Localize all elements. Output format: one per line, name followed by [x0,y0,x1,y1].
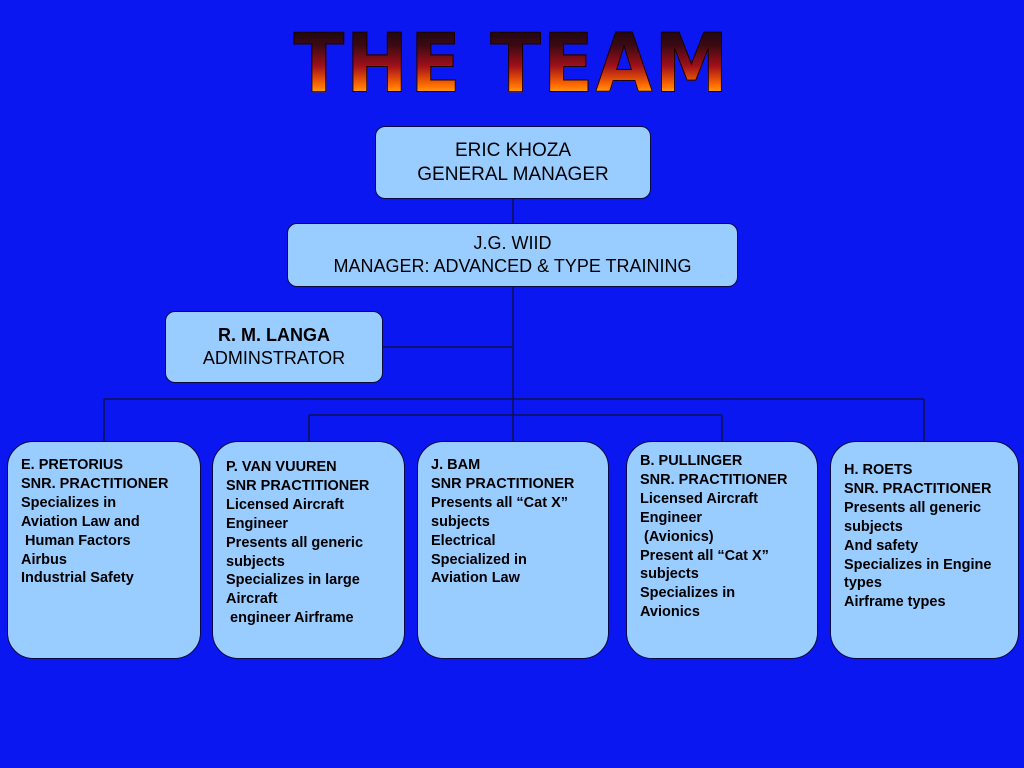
card-line: Specialized in [431,551,527,568]
card-line: Present all “Cat X” [640,547,769,564]
card-line: Human Factors [21,532,131,549]
practitioner-card-pretorius: E. PRETORIUS SNR. PRACTITIONER Specializ… [7,441,201,659]
card-line: subjects [640,566,699,583]
card-line: Specializes in [640,585,736,602]
training-manager-name: J.G. WIID [473,233,552,253]
page-title: THE TEAM [293,16,731,112]
practitioner-card-bam: J. BAM SNR PRACTITIONER Presents all “Ca… [417,441,609,659]
training-manager-box: J.G. WIID MANAGER: ADVANCED & TYPE TRAIN… [287,223,738,287]
card-line: Presents all generic [844,499,982,516]
card-line: And safety [844,537,919,554]
administrator-role: ADMINSTRATOR [202,348,346,368]
card-line: subjects [844,518,903,535]
card-line: subjects [431,513,490,530]
administrator-box: R. M. LANGA ADMINSTRATOR [165,311,383,383]
card-line: Licensed Aircraft [640,490,758,507]
card-line: SNR PRACTITIONER [431,475,575,492]
card-line: Licensed Aircraft [226,496,344,513]
card-line: Presents all generic [226,534,364,551]
card-line: Engineer [640,509,703,526]
card-line: Industrial Safety [21,570,134,587]
card-line: (Avionics) [640,528,714,545]
card-line: subjects [226,553,285,570]
card-line: Specializes in Engine [844,556,992,573]
card-line: Avionics [640,604,700,621]
card-line: Aircraft [226,591,278,608]
card-line: Engineer [226,515,289,532]
card-line: Aviation Law [431,570,520,587]
card-line: E. PRETORIUS [21,457,124,473]
card-line: engineer Airframe [226,610,354,627]
practitioner-card-roets: H. ROETS SNR. PRACTITIONER Presents all … [830,441,1019,659]
card-line: SNR. PRACTITIONER [21,475,169,492]
card-line: types [844,575,882,592]
card-line: Electrical [431,532,496,549]
card-line: P. VAN VUUREN [226,459,337,475]
card-line: J. BAM [431,457,481,473]
practitioner-card-pullinger: B. PULLINGER SNR. PRACTITIONER Licensed … [626,441,818,659]
card-line: Airbus [21,551,67,568]
training-manager-role: MANAGER: ADVANCED & TYPE TRAINING [333,256,692,276]
card-line: Aviation Law and [21,513,140,530]
card-line: Specializes in large [226,572,360,589]
card-line: B. PULLINGER [640,453,743,469]
administrator-name: R. M. LANGA [218,325,330,345]
general-manager-role: GENERAL MANAGER [417,163,609,185]
card-line: Specializes in [21,494,117,511]
card-line: SNR. PRACTITIONER [844,480,992,497]
card-line: H. ROETS [844,462,913,478]
card-line: Presents all “Cat X” [431,494,568,511]
general-manager-box: ERIC KHOZA GENERAL MANAGER [375,126,651,199]
card-line: Airframe types [844,594,946,611]
card-line: SNR PRACTITIONER [226,477,370,494]
card-line: SNR. PRACTITIONER [640,471,788,488]
practitioner-card-van-vuuren: P. VAN VUUREN SNR PRACTITIONER Licensed … [212,441,405,659]
general-manager-name: ERIC KHOZA [454,139,572,161]
